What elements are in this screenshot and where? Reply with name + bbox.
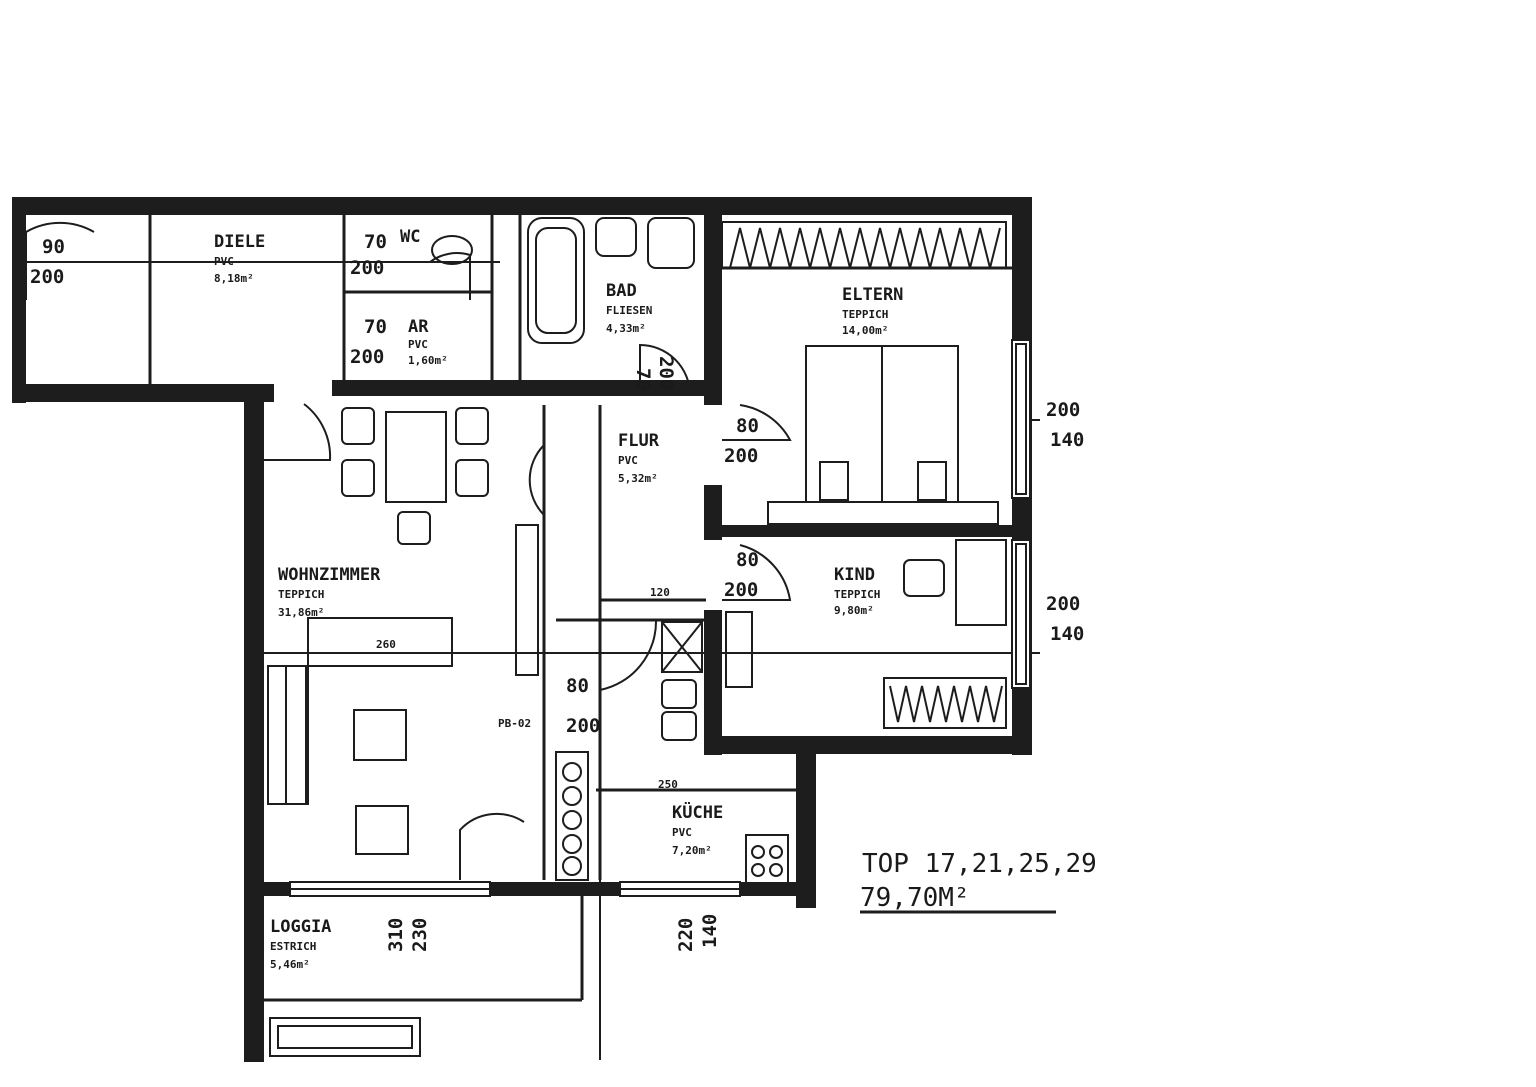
unit-area-label: 79,70M² <box>860 883 970 913</box>
window-kueche-width: 220 <box>675 918 697 952</box>
window-kueche-height: 140 <box>699 914 721 948</box>
window-kind-width: 200 <box>1046 593 1080 615</box>
misc-labels: PB-02 260 250 120 <box>376 586 678 791</box>
window-labels: 200 140 200 140 220 140 310 230 <box>385 399 1084 952</box>
door-entry-height: 200 <box>30 266 64 288</box>
room-floor-wohnzimmer: TEPPICH <box>278 588 324 601</box>
door-bad-height: 200 <box>655 356 677 390</box>
room-name-loggia: LOGGIA <box>270 917 331 937</box>
room-floor-diele: PVC <box>214 255 234 268</box>
room-area-eltern: 14,00m² <box>842 324 888 337</box>
window-eltern-height: 140 <box>1050 429 1084 451</box>
room-area-wohnzimmer: 31,86m² <box>278 606 324 619</box>
room-name-flur: FLUR <box>618 431 660 451</box>
window-kind-height: 140 <box>1050 623 1084 645</box>
room-name-kueche: KÜCHE <box>672 801 723 823</box>
furniture <box>267 217 1031 1057</box>
unit-top-label: TOP 17,21,25,29 <box>862 849 1097 879</box>
room-floor-kueche: PVC <box>672 826 692 839</box>
room-area-loggia: 5,46m² <box>270 958 310 971</box>
door-kind-width: 80 <box>736 549 759 571</box>
unit-designation: TOP 17,21,25,29 79,70M² <box>860 849 1097 913</box>
door-entry-width: 90 <box>42 236 65 258</box>
door-kueche-height: 200 <box>566 715 600 737</box>
door-eltern-width: 80 <box>736 415 759 437</box>
room-name-wohnzimmer: WOHNZIMMER <box>278 565 381 585</box>
door-wc-height: 200 <box>350 257 384 279</box>
door-eltern-height: 200 <box>724 445 758 467</box>
label-pb: PB-02 <box>498 717 531 730</box>
room-floor-eltern: TEPPICH <box>842 308 888 321</box>
door-bad-width: 70 <box>632 368 654 391</box>
room-name-eltern: ELTERN <box>842 285 903 305</box>
room-name-ar: AR <box>408 317 429 337</box>
window-eltern-width: 200 <box>1046 399 1080 421</box>
door-kind-height: 200 <box>724 579 758 601</box>
room-area-ar: 1,60m² <box>408 354 448 367</box>
room-name-bad: BAD <box>606 281 637 301</box>
room-area-diele: 8,18m² <box>214 272 254 285</box>
room-area-bad: 4,33m² <box>606 322 646 335</box>
window-loggia-width: 310 <box>385 918 407 952</box>
inner-walls <box>148 215 1012 1002</box>
room-name-diele: DIELE <box>214 232 265 252</box>
room-name-wc: WC <box>400 227 420 247</box>
room-labels: DIELE PVC 8,18m² WC AR PVC 1,60m² BAD FL… <box>214 227 903 971</box>
door-labels: 90 200 70 200 70 200 80 200 80 200 70 20… <box>30 231 759 737</box>
room-floor-ar: PVC <box>408 338 428 351</box>
door-wc-width: 70 <box>364 231 387 253</box>
window-loggia-height: 230 <box>409 918 431 952</box>
room-floor-loggia: ESTRICH <box>270 940 316 953</box>
door-ar-height: 200 <box>350 346 384 368</box>
room-name-kind: KIND <box>834 565 875 585</box>
room-area-kueche: 7,20m² <box>672 844 712 857</box>
axis-lines <box>12 261 1056 1060</box>
door-kueche-width: 80 <box>566 675 589 697</box>
room-area-flur: 5,32m² <box>618 472 658 485</box>
room-floor-bad: FLIESEN <box>606 304 652 317</box>
label-dim-250: 250 <box>658 778 678 791</box>
room-area-kind: 9,80m² <box>834 604 874 617</box>
label-dim-260: 260 <box>376 638 396 651</box>
label-dim-120: 120 <box>650 586 670 599</box>
room-floor-kind: TEPPICH <box>834 588 880 601</box>
door-ar-width: 70 <box>364 316 387 338</box>
room-floor-flur: PVC <box>618 454 638 467</box>
